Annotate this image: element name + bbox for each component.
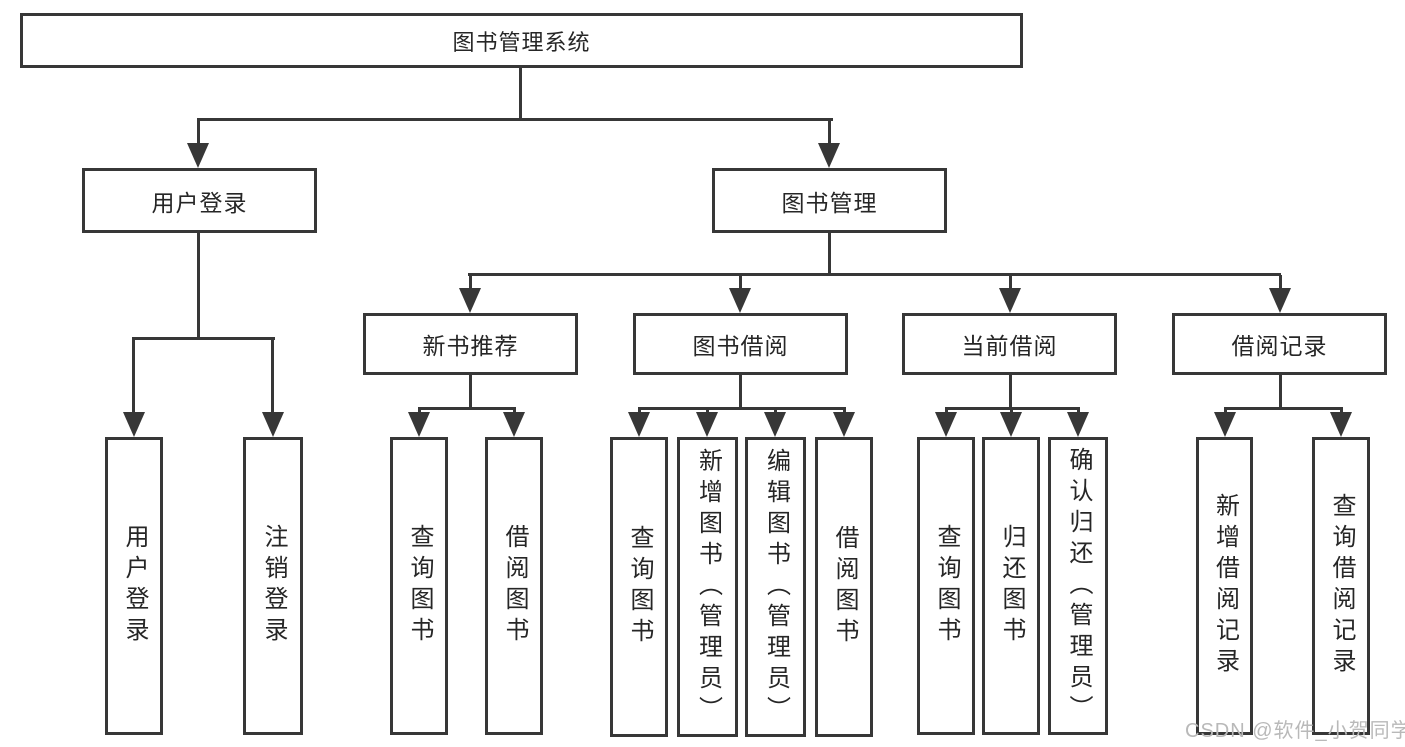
arrowhead-icon: [935, 412, 957, 437]
arrowhead-icon: [408, 412, 430, 437]
arrowhead-icon: [729, 288, 751, 313]
connector-line: [197, 233, 200, 340]
arrowhead-icon: [459, 288, 481, 313]
connector-line: [1077, 407, 1080, 416]
leaf-label: 借阅图书: [831, 525, 858, 649]
arrowhead-icon: [503, 412, 525, 437]
leaf-label: 查询图书: [626, 525, 653, 649]
connector-line: [1279, 375, 1282, 409]
leaf-label: 新增借阅记录: [1211, 493, 1239, 679]
connector-line: [828, 233, 831, 276]
leaf-label: 用户登录: [121, 524, 148, 648]
connector-line: [843, 407, 846, 416]
node-label: 用户登录: [151, 189, 248, 216]
leaf-edit-books-admin: 编辑图书（管理员）: [745, 437, 806, 737]
connector-line: [828, 120, 831, 146]
connector-line: [638, 407, 846, 410]
arrowhead-icon: [1214, 412, 1236, 437]
connector-line: [469, 375, 472, 409]
arrowhead-icon: [696, 412, 718, 437]
node-user-login: 用户登录: [82, 168, 317, 233]
leaf-user-login: 用户登录: [105, 437, 163, 735]
leaf-label: 编辑图书（管理员）: [762, 447, 790, 727]
connector-line: [739, 375, 742, 409]
connector-line: [1009, 375, 1012, 409]
arrowhead-icon: [1330, 412, 1352, 437]
leaf-add-borrow-record: 新增借阅记录: [1196, 437, 1253, 735]
connector-line: [1009, 275, 1012, 291]
leaf-borrow-books: 借阅图书: [815, 437, 873, 737]
connector-line: [739, 275, 742, 291]
connector-line: [271, 339, 274, 415]
node-label: 图书管理: [781, 189, 878, 216]
connector-line: [1279, 275, 1282, 291]
connector-line: [638, 407, 641, 416]
arrowhead-icon: [764, 412, 786, 437]
connector-line: [1010, 407, 1013, 416]
arrowhead-icon: [1000, 412, 1022, 437]
connector-line: [706, 407, 709, 416]
leaf-query-books: 查询图书: [390, 437, 448, 735]
node-current-borrowing: 当前借阅: [902, 313, 1117, 375]
leaf-label: 查询借阅记录: [1328, 493, 1355, 679]
node-new-book-recommend: 新书推荐: [363, 313, 578, 375]
connector-line: [197, 120, 200, 146]
node-label: 图书管理系统: [452, 29, 591, 55]
node-label: 借阅记录: [1231, 333, 1328, 359]
connector-line: [418, 407, 516, 410]
leaf-label: 归还图书: [998, 524, 1025, 648]
leaf-query-books: 查询图书: [917, 437, 975, 735]
arrowhead-icon: [1067, 412, 1089, 437]
arrowhead-icon: [833, 412, 855, 437]
arrowhead-icon: [1269, 288, 1291, 313]
connector-line: [132, 337, 275, 340]
leaf-label: 注销登录: [260, 524, 287, 648]
leaf-return-books: 归还图书: [982, 437, 1040, 735]
arrowhead-icon: [818, 143, 840, 168]
connector-line: [513, 407, 516, 416]
arrowhead-icon: [262, 412, 284, 437]
node-label: 新书推荐: [422, 333, 519, 359]
connector-line: [468, 273, 1281, 276]
connector-line: [945, 407, 948, 416]
leaf-logout: 注销登录: [243, 437, 303, 735]
connector-line: [1224, 407, 1343, 410]
connector-line: [132, 339, 135, 415]
node-label: 当前借阅: [961, 333, 1058, 359]
leaf-query-books: 查询图书: [610, 437, 668, 737]
connector-line: [1340, 407, 1343, 416]
arrowhead-icon: [628, 412, 650, 437]
node-borrow-records: 借阅记录: [1172, 313, 1387, 375]
connector-line: [197, 118, 833, 121]
node-label: 图书借阅: [692, 333, 789, 359]
connector-line: [1224, 407, 1227, 416]
leaf-borrow-books: 借阅图书: [485, 437, 543, 735]
arrowhead-icon: [999, 288, 1021, 313]
leaf-query-borrow-record: 查询借阅记录: [1312, 437, 1370, 735]
csdn-watermark: CSDN @软件_小贺同学: [1185, 720, 1405, 742]
leaf-add-books-admin: 新增图书（管理员）: [677, 437, 738, 737]
node-book-borrowing: 图书借阅: [633, 313, 848, 375]
connector-line: [418, 407, 421, 416]
leaf-label: 新增图书（管理员）: [694, 447, 722, 727]
leaf-label: 确认归还（管理员）: [1065, 446, 1092, 726]
connector-line: [469, 275, 472, 291]
leaf-confirm-return-admin: 确认归还（管理员）: [1048, 437, 1108, 735]
leaf-label: 查询图书: [406, 524, 433, 648]
node-book-management: 图书管理: [712, 168, 947, 233]
leaf-label: 查询图书: [933, 524, 960, 648]
connector-line: [519, 68, 522, 121]
leaf-label: 借阅图书: [501, 524, 528, 648]
arrowhead-icon: [187, 143, 209, 168]
node-library-system: 图书管理系统: [20, 13, 1023, 68]
connector-line: [774, 407, 777, 416]
arrowhead-icon: [123, 412, 145, 437]
